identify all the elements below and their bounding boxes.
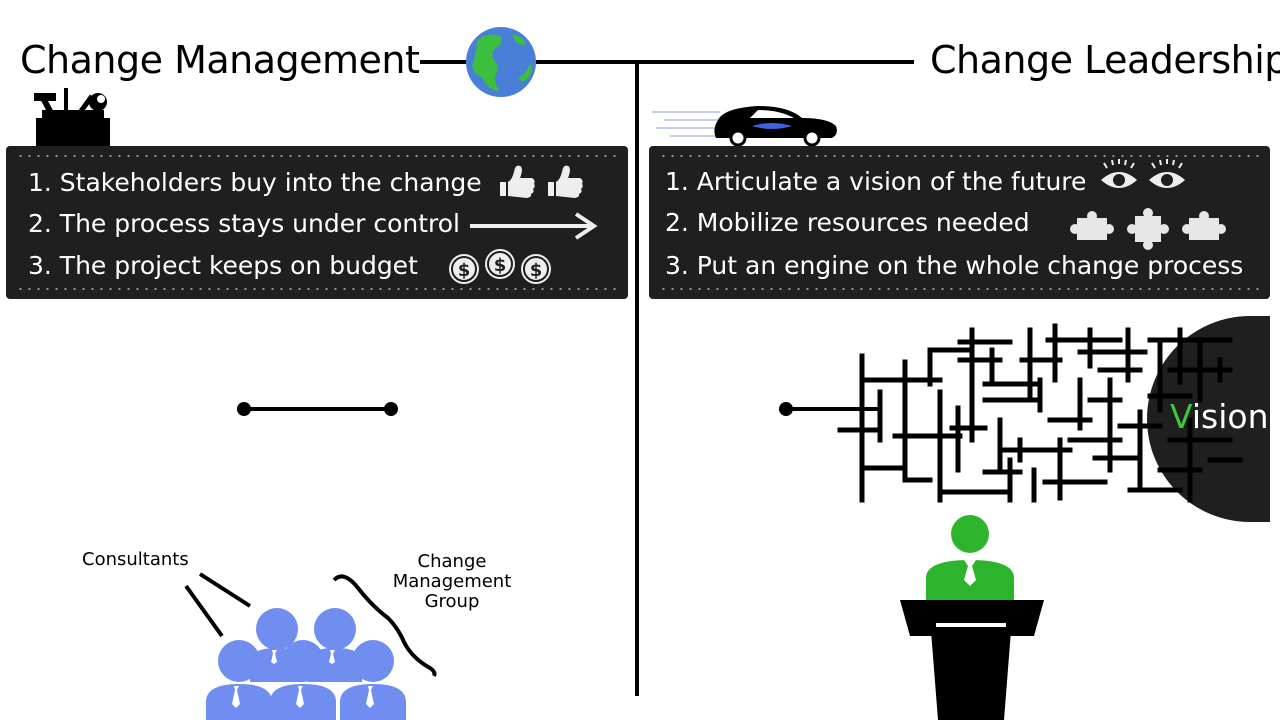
puzzle-piece-icon: [1182, 211, 1226, 240]
management-item-2: 2. The process stays under control: [28, 209, 460, 238]
globe-icon: [466, 27, 536, 97]
callout-lines: [184, 572, 437, 677]
vision-label-first-letter: V: [1170, 397, 1192, 436]
car-icon: [652, 106, 837, 147]
management-item-1: 1. Stakeholders buy into the change: [28, 168, 482, 197]
change-leadership-title: Change Leadership: [930, 38, 1280, 82]
group-label-line-3: Group: [424, 591, 480, 612]
consultants-label: Consultants: [82, 549, 189, 570]
leadership-item-3: 3. Put an engine on the whole change pro…: [665, 251, 1244, 280]
svg-text:$: $: [530, 260, 543, 281]
right-connector: [779, 402, 880, 416]
group-label-line-1: Change: [417, 551, 487, 572]
management-icons: $ $ $: [447, 165, 598, 286]
left-connector: [237, 402, 398, 416]
vision-label-rest: ision: [1191, 397, 1269, 436]
leadership-item-2: 2. Mobilize resources needed: [665, 208, 1030, 237]
leadership-item-1: 1. Articulate a vision of the future: [665, 167, 1087, 196]
maze-lines: [837, 323, 1243, 503]
eye-icon: [1101, 159, 1137, 188]
puzzle-piece-icon: [1070, 211, 1114, 240]
toolbox-icon: [34, 88, 110, 146]
leadership-icons: [1070, 159, 1226, 250]
svg-text:$: $: [494, 255, 507, 276]
speaker-podium-icon: [900, 515, 1044, 720]
puzzle-piece-icon: [1127, 208, 1169, 250]
thumbs-up-icon: [500, 165, 535, 198]
svg-text:$: $: [458, 260, 471, 281]
people-group-icon: [206, 608, 406, 720]
change-management-title: Change Management: [20, 38, 420, 82]
change-management-group-label: Change Management Group: [390, 552, 514, 612]
management-panel: 1. Stakeholders buy into the change 2. T…: [6, 146, 628, 299]
leadership-panel: 1. Articulate a vision of the future 2. …: [649, 146, 1270, 299]
arrow-right-icon: [470, 212, 598, 240]
vision-label: Vision: [1170, 398, 1269, 436]
thumbs-up-icon: [548, 165, 583, 198]
eye-icon: [1149, 159, 1185, 188]
group-label-line-2: Management: [392, 571, 512, 592]
management-item-3: 3. The project keeps on budget: [28, 251, 418, 280]
